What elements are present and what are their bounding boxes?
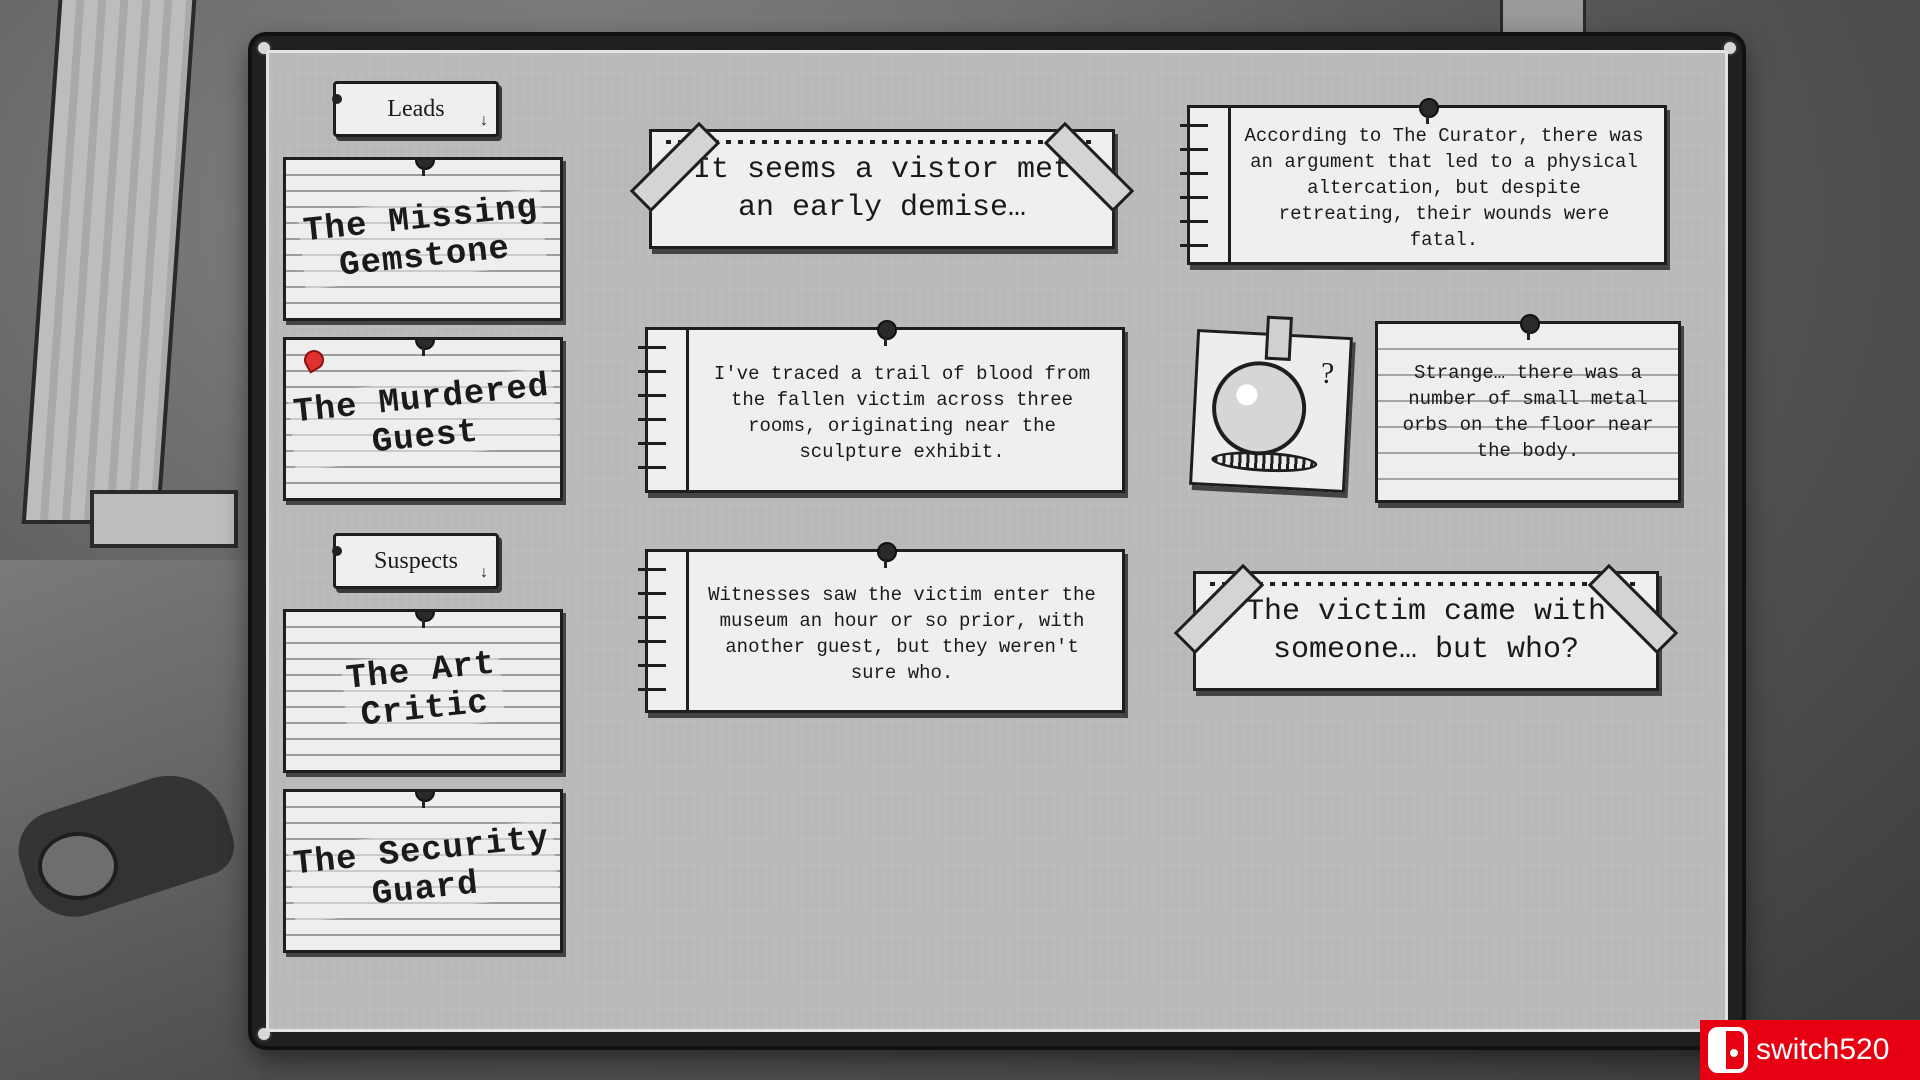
clue-text: I've traced a trail of blood from the fa… [713, 363, 1091, 463]
leads-header-label: Leads [387, 95, 445, 122]
background-column-base [90, 490, 238, 548]
pin-icon [332, 94, 342, 104]
pin-icon [1419, 98, 1439, 124]
note-margin [1228, 108, 1231, 262]
lead-card-murdered-guest[interactable]: The Murdered Guest [283, 337, 563, 501]
pin-icon [1520, 314, 1540, 340]
watermark-text: switch520 [1756, 1033, 1890, 1066]
note-margin [686, 330, 689, 490]
spiral-binding-icon [1180, 116, 1208, 254]
new-marker-icon [300, 346, 328, 374]
headline-text: It seems a vistor met an early demise… [692, 153, 1072, 225]
clue-text: Witnesses saw the victim enter the museu… [708, 584, 1096, 684]
pin-icon [877, 320, 897, 346]
nintendo-switch-logo-icon [1708, 1027, 1748, 1073]
suspects-header-label: Suspects [374, 547, 458, 574]
clue-text: According to The Curator, there was an a… [1244, 125, 1644, 251]
suspects-header: Suspects ↓ [332, 533, 499, 589]
suspect-card-security-guard[interactable]: The Security Guard [283, 789, 563, 953]
pin-icon [415, 612, 435, 628]
pin-icon [332, 546, 342, 556]
orb-stand-icon [1210, 448, 1318, 475]
headline-text: The victim came with someone… but who? [1245, 595, 1607, 667]
tape-icon [1264, 315, 1293, 361]
arrow-down-icon: ↓ [480, 564, 488, 581]
metal-orb-icon [1209, 358, 1309, 458]
spiral-binding-icon [638, 338, 666, 482]
pin-icon [415, 160, 435, 176]
spiral-binding-icon [638, 560, 666, 702]
pin-icon [415, 792, 435, 808]
arrow-down-icon: ↓ [480, 112, 488, 129]
pin-icon [877, 542, 897, 568]
suspect-card-title: The Security Guard [287, 819, 559, 923]
clue-text: Strange… there was a number of small met… [1402, 362, 1654, 462]
pin-icon [415, 340, 435, 356]
headline-note-bottom[interactable]: The victim came with someone… but who? [1173, 563, 1679, 691]
question-mark-icon: ? [1319, 356, 1335, 391]
clue-note-curator[interactable]: According to The Curator, there was an a… [1180, 98, 1667, 265]
lead-card-title: The Murdered Guest [287, 367, 559, 471]
evidence-board: Leads ↓ The Missing Gemstone The Murdere… [252, 36, 1742, 1046]
watermark: switch520 [1700, 1020, 1920, 1080]
lead-card-title: The Missing Gemstone [297, 188, 549, 290]
clue-note-blood-trail[interactable]: I've traced a trail of blood from the fa… [638, 320, 1125, 493]
leads-header: Leads ↓ [332, 81, 499, 137]
clue-note-metal-orbs[interactable]: Strange… there was a number of small met… [1375, 314, 1681, 503]
evidence-photo-orb[interactable]: ? [1189, 315, 1353, 493]
victim-head [38, 832, 118, 900]
lead-card-missing-gemstone[interactable]: The Missing Gemstone [283, 157, 563, 321]
note-margin [686, 552, 689, 710]
suspect-card-title: The Art Critic [340, 644, 506, 738]
headline-note-top[interactable]: It seems a vistor met an early demise… [629, 121, 1135, 249]
background-column [21, 0, 197, 524]
clue-note-witnesses[interactable]: Witnesses saw the victim enter the museu… [638, 542, 1125, 713]
board-surface: Leads ↓ The Missing Gemstone The Murdere… [266, 50, 1728, 1032]
suspect-card-art-critic[interactable]: The Art Critic [283, 609, 563, 773]
